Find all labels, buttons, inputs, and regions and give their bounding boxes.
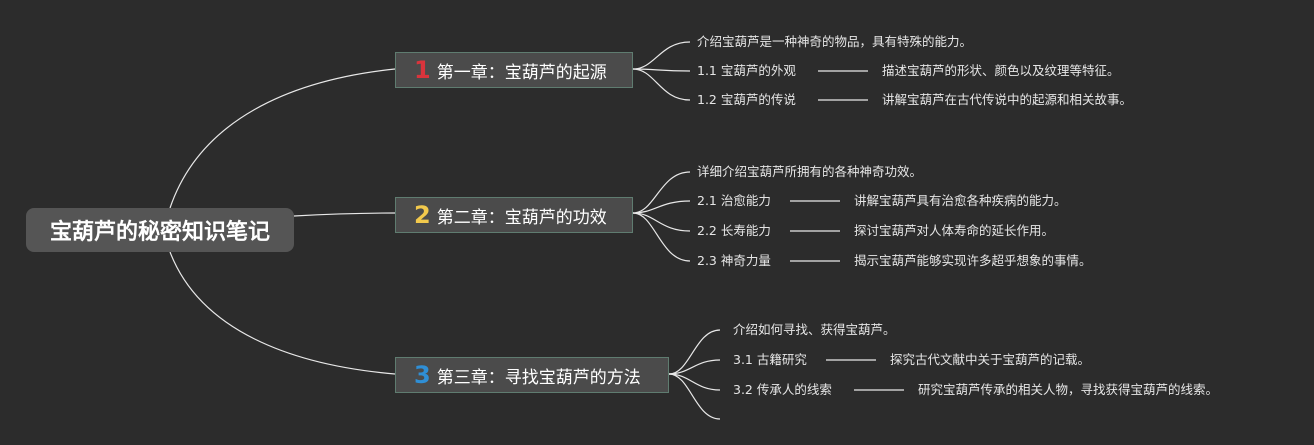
ch1-branch-intro — [632, 41, 691, 70]
chapter-2-item-3-desc[interactable]: 揭示宝葫芦能够实现许多超乎想象的事情。 — [854, 253, 1092, 268]
ch3-branch-intro — [668, 329, 721, 375]
root-to-chapter-3-line — [169, 251, 396, 375]
number-2-icon: 2 — [414, 201, 431, 229]
chapter-2-node[interactable]: 2 第二章：宝葫芦的功效 — [395, 197, 633, 233]
ch2-branch-1 — [632, 200, 691, 214]
chapter-3-item-2-label[interactable]: 3.2 传承人的线索 — [733, 382, 832, 397]
chapter-2-item-1-label[interactable]: 2.1 治愈能力 — [697, 193, 771, 208]
chapter-2-item-2-label[interactable]: 2.2 长寿能力 — [697, 223, 771, 238]
ch2-branch-intro — [632, 171, 691, 214]
chapter-2-title: 第二章：宝葫芦的功效 — [436, 207, 607, 228]
chapter-1-item-2-label[interactable]: 1.2 宝葫芦的传说 — [697, 92, 796, 107]
chapter-3-intro[interactable]: 介绍如何寻找、获得宝葫芦。 — [733, 322, 896, 337]
chapter-3-item-1-label[interactable]: 3.1 古籍研究 — [733, 352, 807, 367]
chapter-3-node[interactable]: 3 第三章：寻找宝葫芦的方法 — [395, 357, 669, 393]
chapter-1-item-1-label[interactable]: 1.1 宝葫芦的外观 — [697, 63, 796, 78]
chapter-3-title: 第三章：寻找宝葫芦的方法 — [436, 367, 641, 388]
root-to-chapter-2-line — [293, 212, 396, 217]
root-to-chapter-1-line — [169, 68, 396, 209]
ch2-branch-3 — [632, 212, 691, 262]
chapter-2-item-1-desc[interactable]: 讲解宝葫芦具有治愈各种疾病的能力。 — [854, 193, 1067, 208]
chapter-1-node[interactable]: 1 第一章：宝葫芦的起源 — [395, 52, 633, 88]
root-node[interactable]: 宝葫芦的秘密知识笔记 — [26, 208, 294, 252]
number-1-icon: 1 — [414, 56, 431, 84]
chapter-3-item-2-desc[interactable]: 研究宝葫芦传承的相关人物，寻找获得宝葫芦的线索。 — [918, 382, 1219, 397]
chapter-2-item-2-desc[interactable]: 探讨宝葫芦对人体寿命的延长作用。 — [854, 223, 1055, 238]
chapter-1-title: 第一章：宝葫芦的起源 — [436, 62, 607, 83]
ch3-branch-1 — [668, 359, 721, 375]
chapter-1-item-2-desc[interactable]: 讲解宝葫芦在古代传说中的起源和相关故事。 — [882, 92, 1133, 107]
chapter-3-item-1-desc[interactable]: 探究古代文献中关于宝葫芦的记载。 — [890, 352, 1091, 367]
ch3-branch-empty — [668, 373, 721, 420]
number-3-icon: 3 — [414, 361, 431, 389]
ch1-branch-2 — [632, 68, 691, 101]
chapter-1-item-1-desc[interactable]: 描述宝葫芦的形状、颜色以及纹理等特征。 — [882, 63, 1120, 78]
chapter-1-intro[interactable]: 介绍宝葫芦是一种神奇的物品，具有特殊的能力。 — [697, 34, 973, 49]
chapter-2-intro[interactable]: 详细介绍宝葫芦所拥有的各种神奇功效。 — [697, 164, 923, 179]
root-title: 宝葫芦的秘密知识笔记 — [49, 220, 270, 245]
chapter-2-item-3-label[interactable]: 2.3 神奇力量 — [697, 253, 771, 268]
